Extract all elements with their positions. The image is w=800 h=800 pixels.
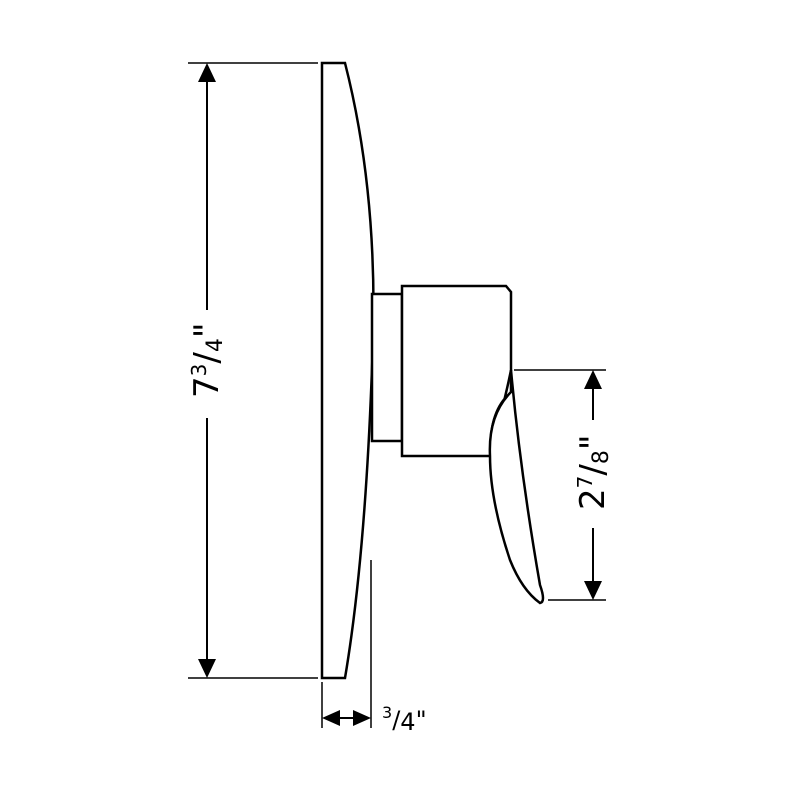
depth-label: 3/4" xyxy=(382,703,427,736)
height-den: 4 xyxy=(203,338,228,352)
height-label: 73/4" xyxy=(187,323,228,398)
height-slash: / xyxy=(187,352,227,364)
lever-slash: / xyxy=(573,464,613,476)
stem xyxy=(370,292,404,443)
svg-text:73/4": 73/4" xyxy=(187,323,228,398)
lever-inch: " xyxy=(573,435,613,451)
svg-text:27/8": 27/8" xyxy=(573,435,614,510)
depth-num: 3 xyxy=(382,703,392,722)
depth-den: 4 xyxy=(400,708,415,736)
height-arrow-bottom xyxy=(198,659,216,678)
lever-label: 27/8" xyxy=(573,435,614,510)
lever-num: 7 xyxy=(573,476,597,489)
height-num: 3 xyxy=(187,364,211,377)
height-inch: " xyxy=(187,323,227,339)
depth-arrow-left xyxy=(322,710,340,726)
lever-arrow-top xyxy=(584,370,602,389)
depth-slash: / xyxy=(392,706,401,734)
lever-whole: 2 xyxy=(573,488,613,510)
depth-arrow-right xyxy=(353,710,371,726)
lever-arrow-bottom xyxy=(584,581,602,600)
lever-den: 8 xyxy=(589,450,614,464)
height-whole: 7 xyxy=(187,376,227,398)
lever-shoulder-curve xyxy=(489,391,512,457)
trim-plate xyxy=(320,61,375,680)
height-arrow-top xyxy=(198,63,216,82)
depth-inch: " xyxy=(416,706,427,734)
